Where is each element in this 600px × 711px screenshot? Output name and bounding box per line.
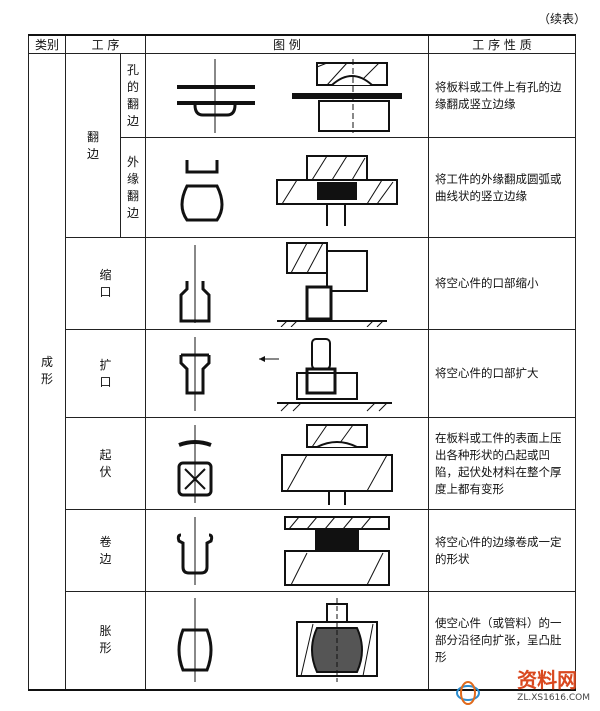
header-diagram: 图 例 [145, 34, 430, 54]
subprocess-outer-flanging: 外缘翻边 [119, 137, 147, 238]
nature-outer-flanging: 将工件的外缘翻成圆弧或曲线状的竖立边缘 [428, 137, 577, 238]
diagram-curling [145, 509, 430, 592]
nature-flaring: 将空心件的口部扩大 [428, 329, 577, 418]
process-flaring: 扩口 [64, 329, 147, 418]
nature-embossing: 在板料或工件的表面上压出各种形状的凸起或凹陷，起伏处材料在整个厚度上都有变形 [428, 417, 577, 510]
table-row: 成 形 翻 边 孔的翻边 将板料或工件上有孔的边缘翻成竖立边缘 [28, 53, 577, 690]
nature-hole-flanging: 将板料或工件上有孔的边缘翻成竖立边缘 [428, 53, 577, 138]
process-bulging: 胀形 [64, 591, 147, 690]
table-row: 胀形 使空心件（或管料）的一部分沿径向扩张，呈凸肚形 [29, 591, 577, 690]
process-necking: 缩口 [64, 237, 147, 330]
diagram-bulging [145, 591, 430, 690]
nature-curling: 将空心件的边缘卷成一定的形状 [428, 509, 577, 592]
table-row: 卷边 将空心件的边缘卷成一定的形状 [29, 509, 577, 592]
watermark-url: ZL.XS1616.COM [517, 693, 590, 703]
diagram-outer-flanging [145, 137, 430, 238]
nature-bulging: 使空心件（或管料）的一部分沿径向扩张，呈凸肚形 [428, 591, 577, 690]
table-row: 起伏 在板料或工件的表面上压出各种形状的凸起或凹陷，起伏处材料在整个厚度上都有变… [29, 417, 577, 510]
diagram-embossing [145, 417, 430, 510]
forming-process-table: 类别 工 序 图 例 工 序 性 质 成 形 翻 边 孔的翻边 [28, 34, 577, 691]
continued-label: （续表） [537, 12, 586, 26]
watermark-title: 资料网 [517, 668, 578, 692]
diagram-flaring [145, 329, 430, 418]
table-row: 缩口 将空心件的口部缩小 [29, 237, 577, 330]
header-category: 类别 [28, 34, 66, 54]
header-row: 类别 工 序 图 例 工 序 性 质 [28, 34, 577, 54]
diagram-necking [145, 237, 430, 330]
category-cell: 成 形 [28, 53, 66, 690]
subprocess-hole-flanging: 孔的翻边 [119, 53, 147, 138]
diagram-hole-flanging [145, 53, 430, 138]
table-row: 扩口 将空心件的口部扩大 [29, 329, 577, 418]
nature-necking: 将空心件的口部缩小 [428, 237, 577, 330]
process-embossing: 起伏 [64, 417, 147, 510]
logo-icon [456, 681, 480, 705]
header-process: 工 序 [64, 34, 147, 54]
flanging-group-cell: 翻 边 [65, 53, 121, 238]
watermark: 资料网 ZL.XS1616.COM [517, 664, 590, 703]
table-row: 外缘翻边 将工件的外缘翻成圆弧或曲线状的竖立边缘 [29, 137, 577, 238]
header-nature: 工 序 性 质 [428, 34, 577, 54]
process-curling: 卷边 [64, 509, 147, 592]
